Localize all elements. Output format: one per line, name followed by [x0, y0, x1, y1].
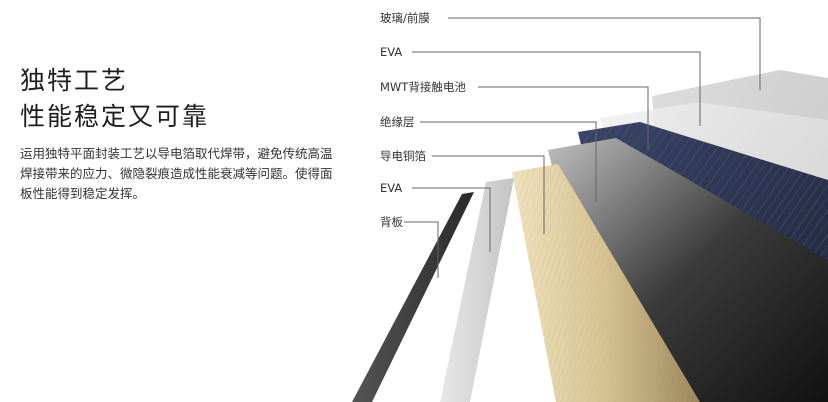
- heading-line-2: 性能稳定又可靠: [20, 102, 210, 131]
- description-line-2: 焊接带来的应力、微隐裂痕造成性能衰减等问题。使得面: [20, 166, 333, 181]
- description-line-3: 板性能得到稳定发挥。: [20, 186, 146, 201]
- layer-label-insulation: 绝缘层: [380, 115, 415, 129]
- layer-label-eva-bottom: EVA: [380, 181, 403, 195]
- layer-label-glass: 玻璃/前膜: [380, 11, 430, 25]
- layer-eva-bottom: [440, 178, 514, 402]
- description-paragraph: 运用独特平面封装工艺以导电箔取代焊带，避免传统高温 焊接带来的应力、微隐裂痕造成…: [20, 144, 350, 204]
- layer-backsheet: [352, 192, 474, 402]
- leader-line-backsheet: [404, 221, 439, 278]
- layer-label-mwt-cell: MWT背接触电池: [380, 80, 466, 94]
- layer-label-eva-top: EVA: [380, 45, 403, 59]
- leader-line-insulation: [420, 121, 597, 202]
- layer-label-copper-foil: 导电铜箔: [380, 149, 426, 163]
- layer-copper-foil-pattern: [512, 164, 700, 402]
- leader-lines: [404, 17, 761, 278]
- leader-line-eva-bottom: [412, 187, 491, 252]
- layer-label-backsheet: 背板: [380, 215, 403, 229]
- leader-line-mwt-cell: [478, 86, 649, 150]
- leader-line-glass: [448, 17, 761, 90]
- description-line-1: 运用独特平面封装工艺以导电箔取代焊带，避免传统高温: [20, 146, 333, 161]
- leader-line-copper-foil: [432, 155, 545, 234]
- leader-line-eva-top: [412, 51, 701, 126]
- heading-line-1: 独特工艺: [20, 66, 129, 95]
